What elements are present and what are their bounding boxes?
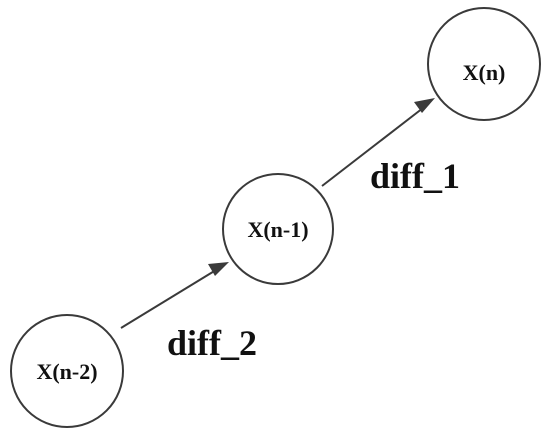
- node-label: X(n): [463, 60, 506, 85]
- node-x-n-1: X(n-1): [222, 173, 334, 285]
- edge-label-diff-1: diff_1: [370, 156, 460, 196]
- arrow-head-icon: [414, 98, 435, 113]
- edge-label-diff-2: diff_2: [167, 323, 257, 363]
- node-x-n: X(n): [427, 7, 541, 121]
- node-circle: [427, 7, 541, 121]
- node-label: X(n-2): [36, 359, 97, 384]
- arrow-head-icon: [208, 262, 229, 276]
- node-label: X(n-1): [247, 217, 308, 242]
- edge-line-diff-1: [321, 107, 424, 187]
- node-circle: [222, 173, 334, 285]
- node-circle: [10, 314, 124, 428]
- edge-xn2-to-xn1: [120, 262, 229, 329]
- node-x-n-2: X(n-2): [10, 314, 124, 428]
- edge-line-diff-2: [120, 269, 217, 329]
- edge-xn1-to-xn: [321, 98, 435, 187]
